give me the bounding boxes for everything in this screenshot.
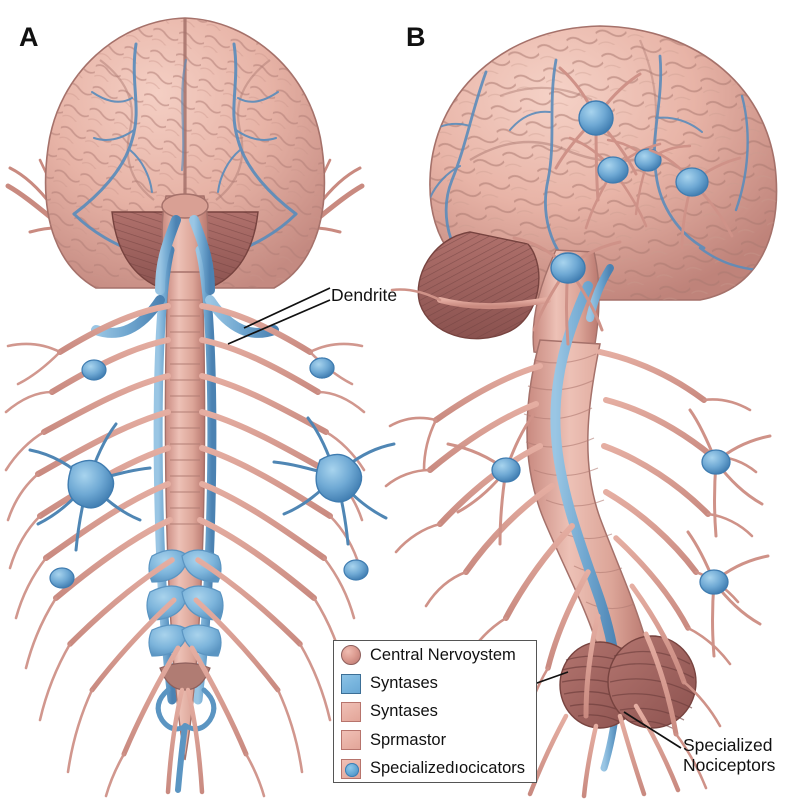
panel-a-neuron-large-left — [28, 422, 152, 552]
panel-a-neuron-small-lower-right — [343, 559, 369, 581]
callout-nociceptors-line1: Specialized — [683, 735, 773, 755]
legend-item-sprmastor: Sprmastor — [334, 726, 536, 754]
legend-label-2: Syntases — [370, 702, 438, 721]
panel-b-neuron-lower-right — [686, 530, 770, 658]
legend-swatch-sphere-icon — [341, 645, 361, 666]
legend-swatch-pink-square-2-icon — [341, 730, 361, 751]
panel-b-nociceptor-cortical-1 — [554, 66, 642, 202]
callout-dendrite: Dendrite — [331, 285, 398, 305]
panel-label-a: A — [19, 22, 39, 52]
panel-a-spinal-nerve-roots — [35, 303, 335, 795]
leader-dendrite-upper — [243, 287, 331, 329]
panel-b-neuron-mid-right — [688, 408, 772, 538]
legend-label-1: Syntases — [370, 674, 438, 693]
panel-b-nociceptor-cortical-3 — [606, 138, 692, 216]
panel-a-anatomy — [4, 17, 396, 798]
leader-nociceptors — [623, 711, 682, 749]
legend-swatch-cell-icon — [341, 758, 361, 779]
panel-b-nociceptor-cerebellar — [512, 236, 622, 346]
panel-a-nerve-twigs — [4, 342, 366, 798]
legend-box: Central Nervoystem Syntases Syntases Spr… — [333, 640, 537, 783]
panel-a-neuron-small-lower-left — [49, 567, 75, 589]
panel-b-nerve-branches — [427, 297, 715, 799]
panel-a-neuron-mid-right — [309, 357, 335, 379]
legend-label-4: Specializedıocicators — [370, 759, 525, 778]
panel-a-cord-segments — [170, 299, 200, 525]
legend-item-specialized-nociceptors: Specializedıocicators — [334, 755, 536, 783]
legend-item-syntases-pink: Syntases — [334, 698, 536, 726]
legend-item-syntases-blue: Syntases — [334, 669, 536, 697]
legend-item-central-nervous-system: Central Nervoystem — [334, 641, 536, 669]
panel-b-cerebellar-folia — [418, 232, 539, 339]
leader-dendrite-lower — [227, 299, 331, 345]
panel-b-anatomy — [384, 25, 778, 799]
panel-a-neuron-large-right — [272, 416, 396, 546]
panel-a-neuron-small-upper-left — [81, 359, 107, 381]
panel-b-neuron-mid-left — [446, 412, 536, 546]
panel-b-nociceptor-cortical-4 — [648, 148, 742, 250]
legend-swatch-blue-square-icon — [341, 673, 361, 694]
panel-label-b: B — [406, 22, 426, 52]
panel-b-striated-lobes — [559, 635, 697, 731]
panel-b-nerve-twigs — [384, 288, 758, 790]
legend-label-3: Sprmastor — [370, 730, 447, 749]
legend-swatch-pink-square-icon — [341, 701, 361, 722]
panel-b-nociceptor-cortical-2 — [568, 136, 662, 230]
callout-nociceptors-line2: Nociceptors — [683, 755, 776, 776]
legend-label-0: Central Nervoystem — [370, 645, 516, 664]
